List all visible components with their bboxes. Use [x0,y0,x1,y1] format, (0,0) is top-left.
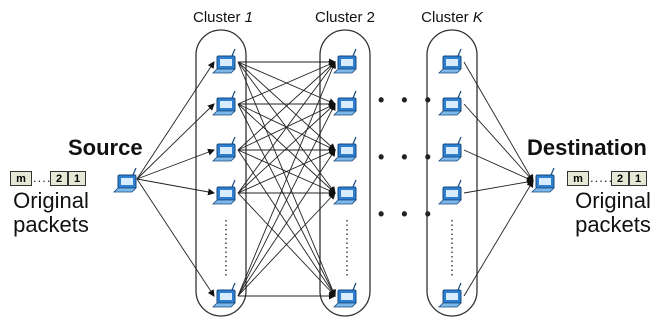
link-cluster1-to-cluster2 [237,103,336,297]
cluster1-device-icon [212,179,236,205]
packet-cell: 2 [50,171,68,186]
cluster3-device-icon [438,48,462,74]
link-source-to-cluster1 [136,103,215,180]
source-label: Source [68,135,143,160]
cluster2-device-icon [333,90,357,116]
link-cluster1-to-cluster2 [237,61,336,297]
link-cluster1-to-cluster2 [237,149,336,297]
cluster-2-label: Cluster 2 [314,9,376,26]
packet-cell: 1 [629,171,647,186]
cluster-k-label: Cluster K [421,9,483,26]
source-device-icon [113,167,137,193]
cluster2-device-icon [333,48,357,74]
cluster1-device-icon [212,282,236,308]
link-cluster1-to-cluster2 [237,103,336,194]
ellipsis: • • • [378,204,437,224]
link-cluster1-to-cluster2 [237,61,336,105]
link-source-to-cluster1 [136,148,215,180]
cluster3-device-icon [438,90,462,116]
link-source-to-cluster1 [136,178,215,196]
cluster1-device-icon [212,48,236,74]
link-cluster1-to-cluster2 [237,149,336,194]
link-cluster1-to-cluster2 [237,61,336,194]
packet-cell: m [10,171,32,186]
cluster-k-outline [426,29,478,317]
cluster3-device-icon [438,136,462,162]
packet-cell: 1 [68,171,86,186]
cluster2-device-icon [333,179,357,205]
cluster3-device-icon [438,179,462,205]
link-clusterk-to-destination [463,178,534,194]
link-cluster1-to-cluster2 [237,192,336,297]
cluster2-device-icon [333,136,357,162]
link-clusterk-to-destination [463,149,534,182]
cluster2-device-icon [333,282,357,308]
link-clusterk-to-destination [463,61,534,182]
cluster1-device-icon [212,136,236,162]
cluster1-device-icon [212,90,236,116]
packet-cell: 2 [611,171,629,186]
cluster-1-label: Cluster 1 [192,9,254,26]
link-clusterk-to-destination [463,180,534,297]
cluster-1-outline [195,29,247,317]
destination-device-icon [531,167,555,193]
link-source-to-cluster1 [136,178,215,297]
link-source-to-cluster1 [136,61,215,180]
ellipsis: • • • [378,147,437,167]
link-clusterk-to-destination [463,103,534,182]
cluster3-device-icon [438,282,462,308]
link-cluster1-to-cluster2 [237,61,336,151]
destination-label: Destination [527,135,647,160]
packet-cell: m [567,171,589,186]
ellipsis: • • • [378,90,437,110]
